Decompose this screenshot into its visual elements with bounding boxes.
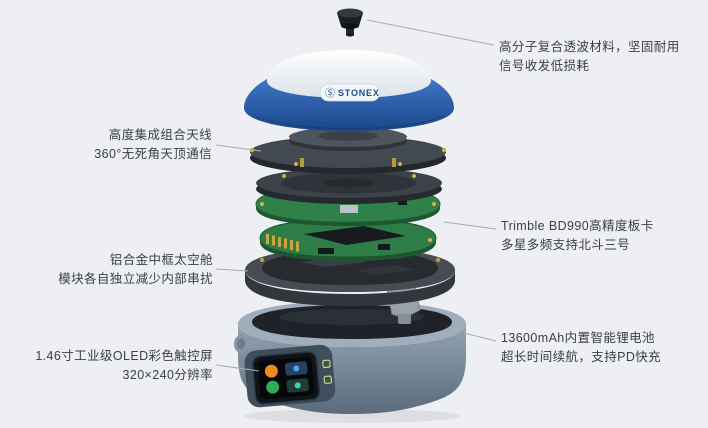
leader-lines xyxy=(215,19,497,372)
leader-line-battery xyxy=(463,332,497,342)
device-shadow xyxy=(244,409,460,423)
callout-board-line2: 多星多频支持北斗三号 xyxy=(501,238,631,252)
callout-screen-line2: 320×240分辨率 xyxy=(122,368,213,382)
callout-frame-line1: 铝合金中框太空舱 xyxy=(109,253,213,267)
callout-frame: 铝合金中框太空舱 模块各自独立减少内部串扰 xyxy=(58,251,213,289)
callout-material-line1: 高分子复合透波材料，坚固耐用 xyxy=(499,40,680,54)
stonex-logo-mark: Ⓢ xyxy=(325,88,335,100)
callout-battery-line1: 13600mAh内置智能锂电池 xyxy=(501,331,655,345)
radome-dome: Ⓢ STONEX xyxy=(244,50,454,131)
top-knob xyxy=(337,8,363,37)
stonex-logo-text: STONEX xyxy=(338,88,380,98)
base-unit xyxy=(234,301,466,414)
callout-battery-line2: 超长时间续航，支持PD快充 xyxy=(501,350,662,364)
printed-icon-1 xyxy=(322,359,331,369)
middle-frame xyxy=(245,248,455,306)
callout-antenna: 高度集成组合天线 360°无死角天顶通信 xyxy=(94,126,212,164)
antenna-element-disc xyxy=(249,127,447,174)
pin-header xyxy=(266,234,299,252)
callout-material: 高分子复合透波材料，坚固耐用 信号收发低损耗 xyxy=(499,38,680,76)
leader-line-screen xyxy=(215,364,260,372)
callout-material-line2: 信号收发低损耗 xyxy=(499,59,590,73)
leader-line-material xyxy=(366,19,495,46)
leader-line-frame xyxy=(215,268,249,272)
rf-shield xyxy=(304,226,406,245)
screen-icon-orange xyxy=(264,364,278,378)
leader-line-antenna xyxy=(215,144,262,152)
stonex-logo: Ⓢ STONEX xyxy=(319,83,381,102)
callout-antenna-line2: 360°无死角天顶通信 xyxy=(94,147,212,161)
callout-screen: 1.46寸工业级OLED彩色触控屏 320×240分辨率 xyxy=(35,347,213,385)
pcb-board-lower xyxy=(259,218,437,261)
printed-icon-2 xyxy=(323,375,333,385)
leader-line-board xyxy=(443,221,497,230)
callout-board-line1: Trimble BD990高精度板卡 xyxy=(501,219,654,233)
callout-frame-line2: 模块各自独立减少内部串扰 xyxy=(58,272,213,286)
callout-board: Trimble BD990高精度板卡 多星多频支持北斗三号 xyxy=(501,217,654,255)
screen-icon-green xyxy=(266,380,280,394)
antenna-ground-disc xyxy=(256,168,442,204)
callout-battery: 13600mAh内置智能锂电池 超长时间续航，支持PD快充 xyxy=(501,329,661,367)
callout-screen-line1: 1.46寸工业级OLED彩色触控屏 xyxy=(35,349,213,363)
callout-antenna-line1: 高度集成组合天线 xyxy=(108,128,212,142)
